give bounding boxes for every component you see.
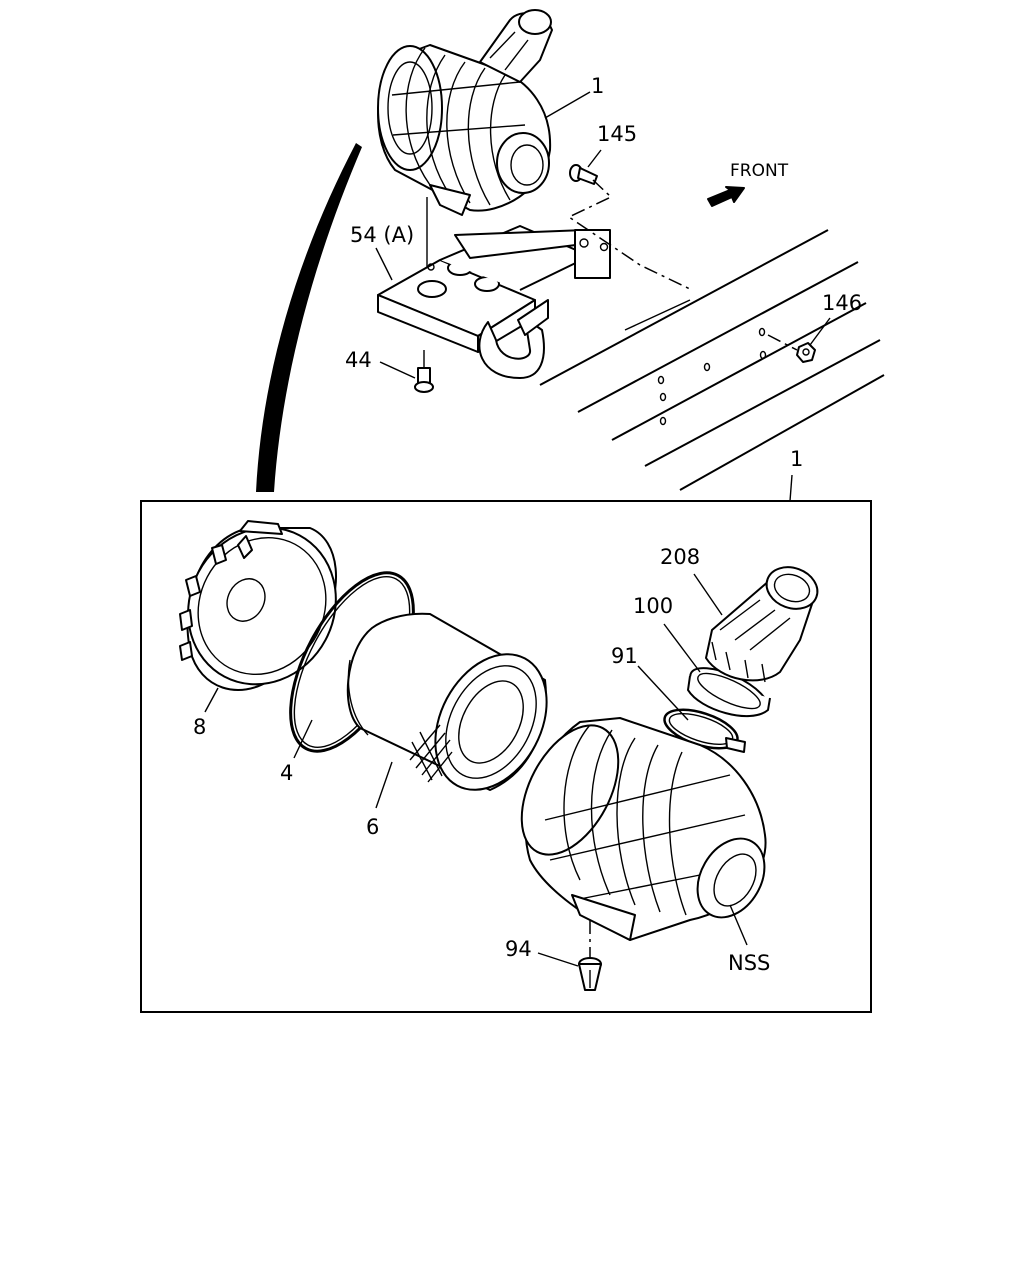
leader-detail-1 — [789, 474, 793, 502]
leader-94 — [537, 952, 579, 967]
label-4: 4 — [280, 761, 293, 785]
label-146: 146 — [822, 291, 862, 315]
nut-146 — [796, 342, 816, 363]
leader-208 — [693, 573, 723, 616]
leader-44 — [379, 361, 416, 379]
leader-1-top — [544, 91, 591, 119]
label-nss: NSS — [728, 951, 770, 975]
label-44: 44 — [345, 348, 372, 372]
cover-8 — [179, 520, 337, 691]
housing-nss — [520, 717, 767, 941]
filter-element-6 — [346, 612, 548, 791]
leader-8 — [204, 687, 219, 713]
leader-100 — [663, 623, 701, 673]
label-145: 145 — [597, 122, 637, 146]
ring-100 — [687, 667, 771, 718]
leader-6 — [375, 761, 393, 809]
label-front: FRONT — [730, 161, 789, 181]
leader-145 — [587, 149, 602, 168]
bolt-145 — [569, 164, 598, 185]
valve-94 — [578, 957, 602, 991]
frame-rail — [539, 229, 885, 491]
label-91: 91 — [611, 644, 638, 668]
leader-146 — [809, 317, 831, 346]
label-8: 8 — [193, 715, 206, 739]
label-94: 94 — [505, 937, 532, 961]
label-1-top: 1 — [591, 74, 604, 98]
leader-91 — [637, 665, 689, 721]
label-100: 100 — [633, 594, 673, 618]
mounting-bracket — [377, 225, 611, 379]
detail-leader — [256, 143, 362, 492]
bolt-44 — [414, 350, 434, 393]
top-air-cleaner — [377, 9, 553, 216]
label-1-detail: 1 — [790, 447, 803, 471]
label-6: 6 — [366, 815, 379, 839]
leader-nss — [729, 904, 748, 946]
nut-146-path — [767, 334, 798, 351]
leader-4 — [293, 719, 313, 759]
intake-duct-208 — [705, 566, 819, 683]
arrow-right-icon — [707, 186, 745, 207]
leader-54a — [375, 247, 393, 281]
detail-box — [140, 500, 872, 1013]
label-54a: 54 (A) — [350, 223, 414, 247]
label-208: 208 — [660, 545, 700, 569]
